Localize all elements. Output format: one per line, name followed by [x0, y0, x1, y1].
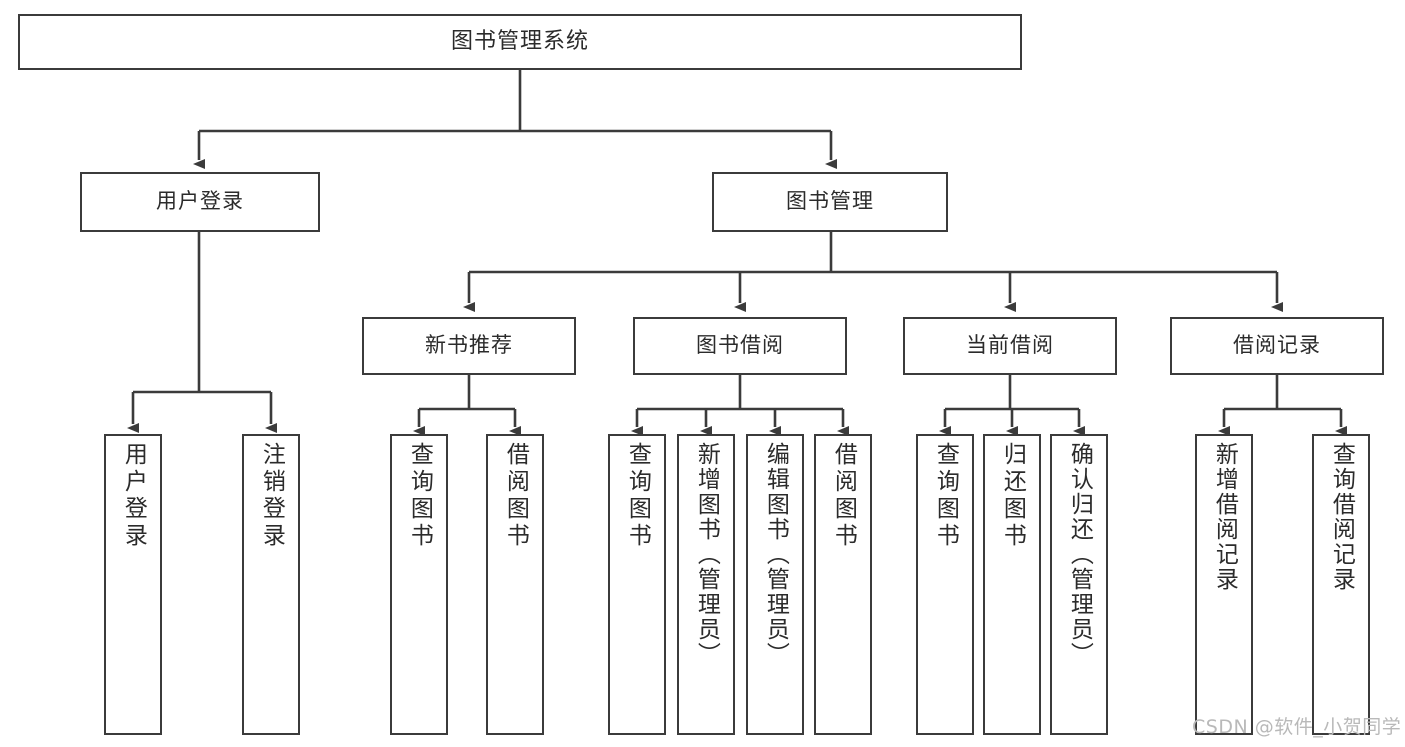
- node-label: 图书管理系统: [450, 28, 589, 54]
- node-book-borrow[interactable]: 图书借阅: [633, 317, 847, 375]
- node-label: 借阅记录: [1233, 333, 1321, 358]
- leaf-current-confirm-return-admin[interactable]: 确认归还（管理员）: [1050, 434, 1108, 735]
- node-label: 当前借阅: [966, 333, 1054, 358]
- node-label: 查询借阅记录: [1328, 442, 1355, 592]
- leaf-user-login-signin[interactable]: 用户登录: [104, 434, 162, 735]
- leaf-recommend-query-book[interactable]: 查询图书: [390, 434, 448, 735]
- node-label: 借阅图书: [830, 442, 857, 550]
- node-label: 查询图书: [406, 442, 433, 550]
- node-label: 图书管理: [786, 189, 874, 214]
- node-label: 新增借阅记录: [1211, 442, 1238, 592]
- leaf-borrow-borrow-book[interactable]: 借阅图书: [814, 434, 872, 735]
- node-new-book-recommend[interactable]: 新书推荐: [362, 317, 576, 375]
- leaf-recommend-borrow-book[interactable]: 借阅图书: [486, 434, 544, 735]
- node-current-borrow[interactable]: 当前借阅: [903, 317, 1117, 375]
- node-label: 注销登录: [258, 442, 285, 550]
- leaf-borrow-query-book[interactable]: 查询图书: [608, 434, 666, 735]
- csdn-watermark: CSDN @软件_小贺同学: [1192, 716, 1402, 738]
- node-borrow-records[interactable]: 借阅记录: [1170, 317, 1384, 375]
- node-label: 归还图书: [999, 442, 1026, 550]
- leaf-records-add-record[interactable]: 新增借阅记录: [1195, 434, 1253, 735]
- node-label: 确认归还（管理员）: [1066, 442, 1093, 667]
- leaf-borrow-add-book-admin[interactable]: 新增图书（管理员）: [677, 434, 735, 735]
- node-label: 新增图书（管理员）: [693, 442, 720, 667]
- node-book-management[interactable]: 图书管理: [712, 172, 948, 232]
- node-label: 新书推荐: [425, 333, 513, 358]
- node-label: 用户登录: [156, 189, 244, 214]
- node-label: 编辑图书（管理员）: [762, 442, 789, 667]
- leaf-records-query-record[interactable]: 查询借阅记录: [1312, 434, 1370, 735]
- node-user-login[interactable]: 用户登录: [80, 172, 320, 232]
- leaf-current-query-book[interactable]: 查询图书: [916, 434, 974, 735]
- node-label: 用户登录: [120, 442, 147, 550]
- leaf-current-return-book[interactable]: 归还图书: [983, 434, 1041, 735]
- leaf-borrow-edit-book-admin[interactable]: 编辑图书（管理员）: [746, 434, 804, 735]
- leaf-user-login-signout[interactable]: 注销登录: [242, 434, 300, 735]
- node-label: 查询图书: [624, 442, 651, 550]
- node-label: 查询图书: [932, 442, 959, 550]
- node-label: 图书借阅: [696, 333, 784, 358]
- node-label: 借阅图书: [502, 442, 529, 550]
- node-root-system[interactable]: 图书管理系统: [18, 14, 1022, 70]
